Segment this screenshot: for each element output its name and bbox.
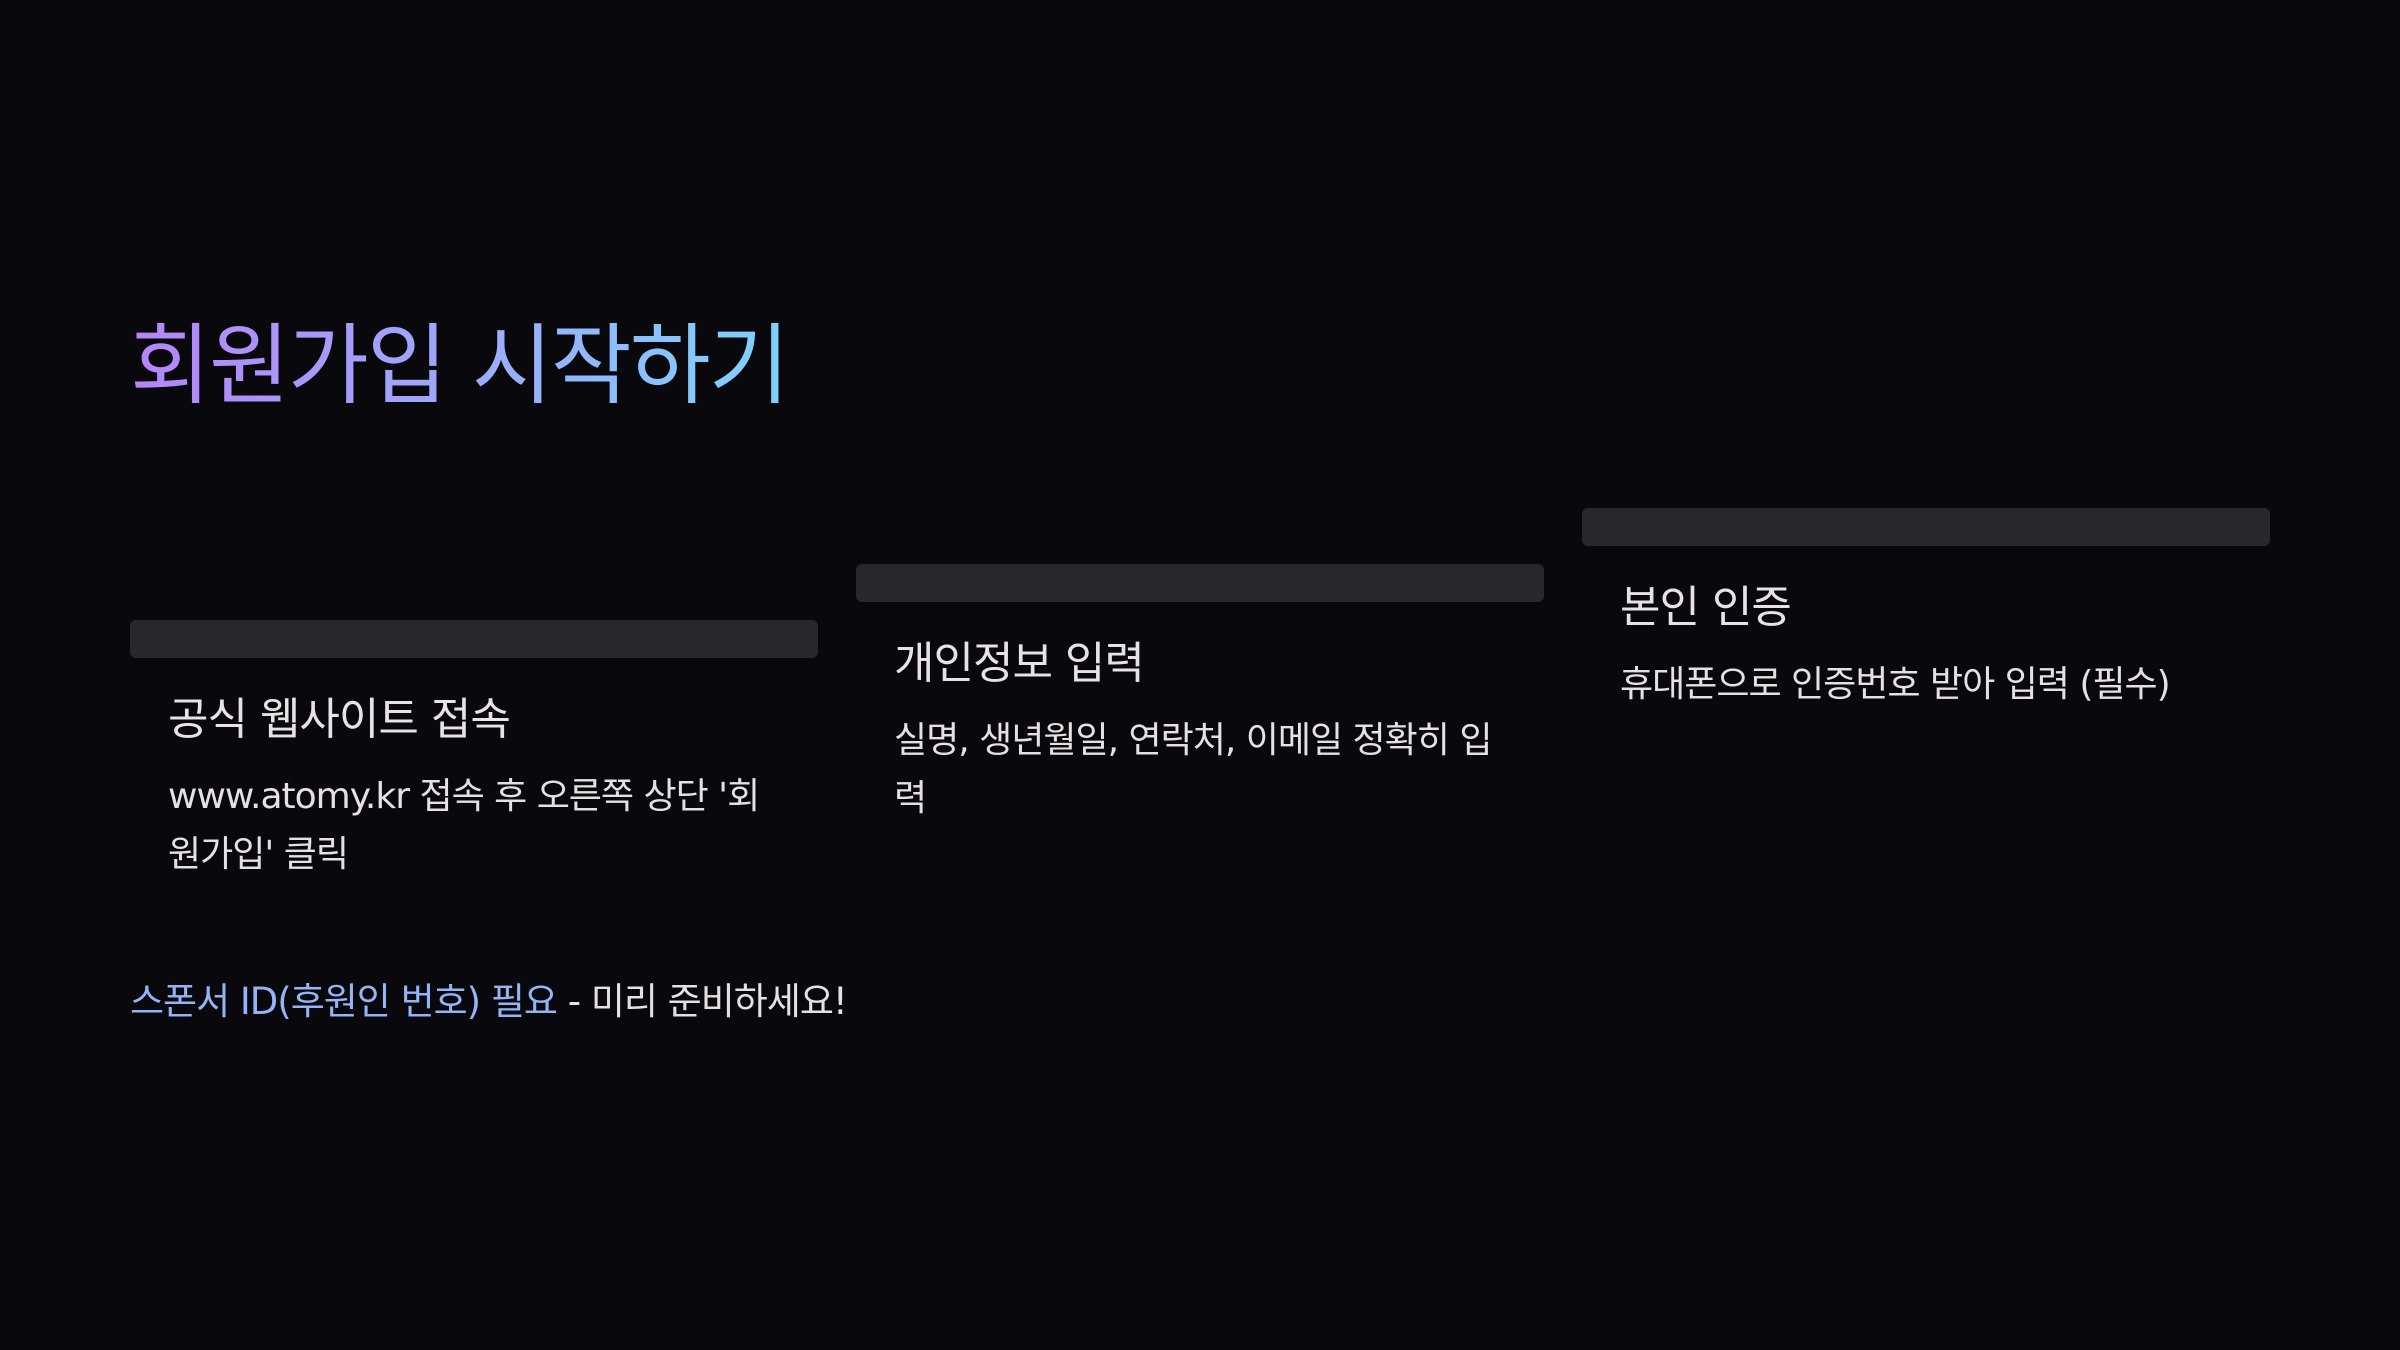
step-description: 실명, 생년월일, 연락처, 이메일 정확히 입력 [894, 720, 1492, 819]
footer-text: - 미리 준비하세요! [556, 980, 848, 1023]
step-description: www.atomy.kr 접속 후 오른쪽 상단 '회원가입' 클릭 [168, 776, 760, 875]
step-card-1: 공식 웹사이트 접속 www.atomy.kr 접속 후 오른쪽 상단 '회원가… [130, 620, 818, 884]
step-card-bar [1582, 508, 2270, 546]
step-description: 휴대폰으로 인증번호 받아 입력 (필수) [1620, 664, 2171, 705]
step-card-2: 개인정보 입력 실명, 생년월일, 연락처, 이메일 정확히 입력 [856, 564, 1544, 828]
page-title: 회원가입 시작하기 [130, 306, 790, 426]
step-card-3: 본인 인증 휴대폰으로 인증번호 받아 입력 (필수) [1582, 508, 2270, 714]
step-card-bar [856, 564, 1544, 602]
footer-highlight: 스폰서 ID(후원인 번호) 필요 [130, 980, 558, 1023]
step-heading: 본인 인증 [1620, 582, 1792, 633]
step-heading: 개인정보 입력 [894, 638, 1145, 689]
step-card-bar [130, 620, 818, 658]
footer-note: 스폰서 ID(후원인 번호) 필요 - 미리 준비하세요! [130, 972, 848, 1032]
step-heading: 공식 웹사이트 접속 [168, 694, 511, 745]
